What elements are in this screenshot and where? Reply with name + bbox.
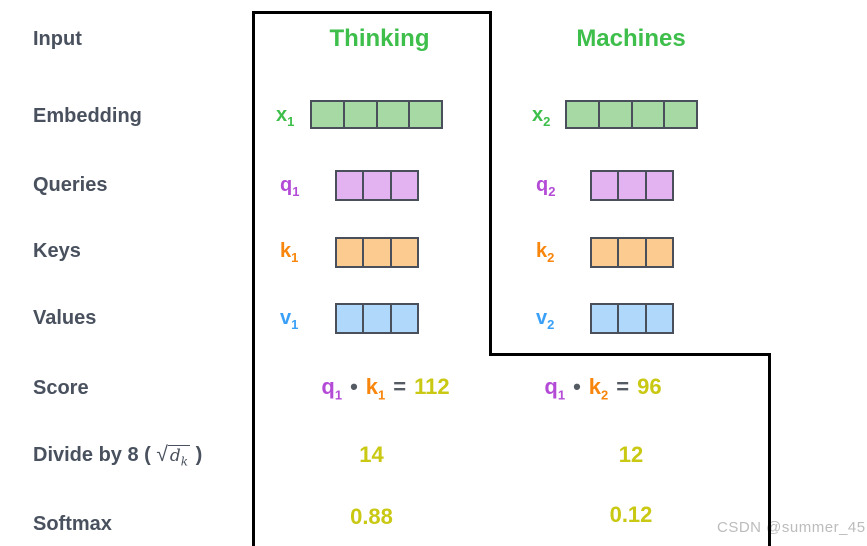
vector-cell [619,172,647,199]
column-header-thinking: Thinking [329,25,430,52]
row-label-queries: Queries [33,174,108,196]
box-border-top [252,11,492,14]
sqrt-radicand: dk [167,445,191,469]
vector-cell [599,102,633,127]
box-border-right-upper [489,11,492,356]
box-border-step [489,353,771,356]
vector-cell [364,239,392,266]
v2-vector [590,303,674,334]
k2-vector [590,237,674,268]
score-expression-thinking: q1 • k1 = 112 [266,374,505,403]
vector-cell [632,102,666,127]
watermark: CSDN @summer_45 [717,519,866,536]
vector-cell [377,102,411,127]
divide-value-thinking: 14 [359,442,384,467]
q1-label: q1 [280,174,300,199]
vector-cell [592,172,620,199]
vector-cell [364,305,392,332]
row-label-softmax: Softmax [33,513,112,535]
vector-cell [646,172,672,199]
vector-cell [364,172,392,199]
softmax-value-machines: 0.12 [609,502,653,527]
divide-value-machines: 12 [618,442,644,467]
v1-vector [335,303,419,334]
row-label-values: Values [33,307,97,329]
dot-operator: • [573,374,581,399]
vector-cell [646,305,672,332]
vector-cell [391,305,417,332]
dk-sub: k [180,454,189,469]
box-border-left [252,11,255,546]
dot-operator: • [350,374,358,399]
box-border-right-lower [768,353,771,546]
sqrt-dk-formula: √dk [156,443,191,469]
score-k2-token: k2 [588,374,609,403]
x2-label: x2 [532,104,551,129]
k1-label: k1 [280,240,299,265]
vector-cell [337,239,365,266]
row-label-keys: Keys [33,240,81,262]
equals-sign: = [616,374,630,399]
sqrt-sign: √ [156,443,168,466]
vector-cell [592,305,620,332]
k2-label: k2 [536,240,555,265]
q2-label: q2 [536,174,556,199]
k1-vector [335,237,419,268]
divide-text: Divide by 8 ( [33,444,151,466]
x1-vector [310,100,443,129]
vector-cell [410,102,441,127]
vector-cell [312,102,345,127]
v1-label: v1 [280,307,299,332]
row-label-embedding: Embedding [33,105,142,127]
divide-close-paren: ) [195,444,203,466]
q2-vector [590,170,674,201]
q1-vector [335,170,419,201]
score-value-thinking: 112 [414,374,450,399]
vector-cell [592,239,620,266]
score-q1-token: q1 [321,374,343,403]
vector-cell [619,239,647,266]
x1-label: x1 [276,104,295,129]
vector-cell [646,239,672,266]
row-label-divide: Divide by 8 ( √dk ) [33,443,203,469]
vector-cell [337,172,365,199]
vector-cell [567,102,600,127]
vector-cell [619,305,647,332]
row-label-score: Score [33,377,89,399]
vector-cell [391,172,417,199]
dk-var: d [169,446,181,466]
vector-cell [391,239,417,266]
softmax-value-thinking: 0.88 [350,504,393,529]
score-q1-token: q1 [544,374,566,403]
vector-cell [665,102,696,127]
x2-vector [565,100,698,129]
column-header-machines: Machines [576,25,686,52]
equals-sign: = [393,374,407,399]
score-value-machines: 96 [637,374,662,399]
vector-cell [337,305,365,332]
v2-label: v2 [536,307,555,332]
vector-cell [344,102,378,127]
row-label-input: Input [33,28,82,50]
score-expression-machines: q1 • k2 = 96 [463,374,743,403]
score-k1-token: k1 [365,374,386,403]
